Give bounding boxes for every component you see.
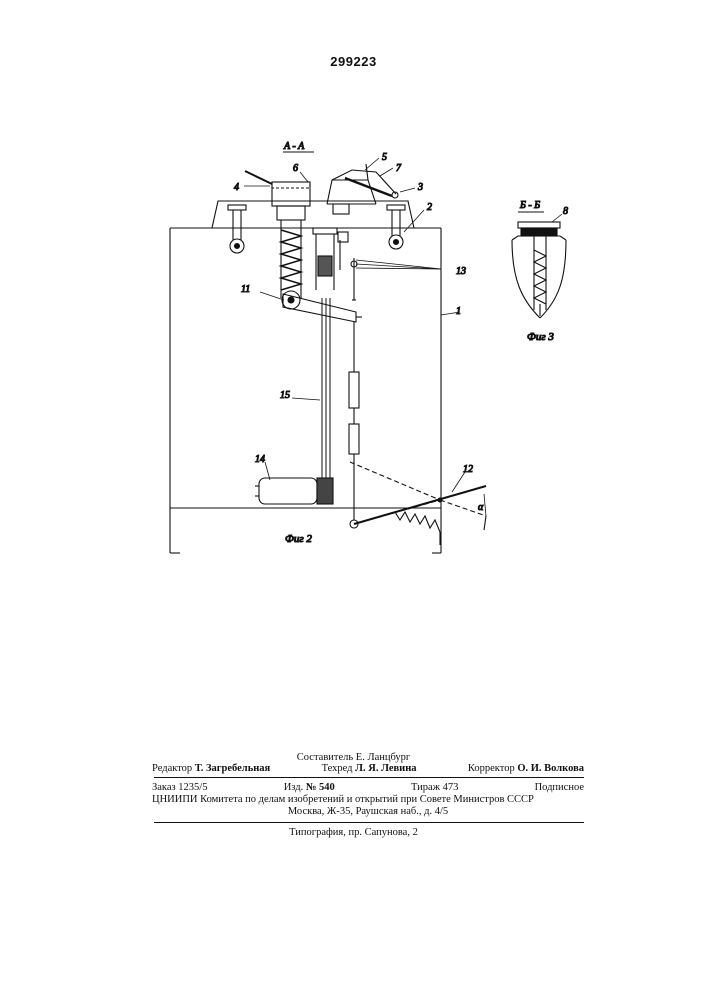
- section-label-b: Б - Б: [519, 200, 540, 211]
- part-label-7: 7: [396, 163, 402, 174]
- work-holder: [245, 171, 310, 220]
- connecting-rod: [349, 258, 359, 528]
- institute-line: ЦНИИПИ Комитета по делам изобретений и о…: [152, 794, 584, 806]
- part-label-3: 3: [417, 182, 423, 193]
- subscription: Подписное: [535, 782, 584, 794]
- angle-alpha: α: [478, 502, 484, 513]
- divider-2: [154, 822, 584, 823]
- motor: [255, 478, 333, 504]
- part-label-1: 1: [456, 306, 461, 317]
- tech-credit: Техред Л. Я. Левина: [322, 763, 417, 775]
- part-label-8: 8: [563, 206, 568, 217]
- section-label-a: A - A: [283, 141, 305, 152]
- figure2-caption: Фиг 2: [285, 533, 312, 545]
- part-label-13: 13: [456, 266, 466, 277]
- part-label-4: 4: [234, 182, 239, 193]
- address-line: Москва, Ж-35, Раушская наб., д. 4/5: [152, 806, 584, 818]
- part-label-2: 2: [427, 202, 432, 213]
- part-label-12: 12: [463, 464, 473, 475]
- left-hanger: [228, 205, 246, 253]
- editor-credit: Редактор Т. Загребельная: [152, 763, 270, 775]
- cutter-rods: [313, 228, 348, 290]
- part-label-15: 15: [280, 390, 290, 401]
- part-label-14: 14: [255, 454, 265, 465]
- figure3-section: [512, 212, 566, 318]
- credits-line: Редактор Т. Загребельная Техред Л. Я. Ле…: [152, 763, 584, 775]
- order-number: Заказ 1235/5: [152, 782, 207, 794]
- print-run: Тираж 473: [411, 782, 458, 794]
- belt-drive: [322, 298, 330, 478]
- spring-column: [281, 220, 301, 298]
- figure3-caption: Фиг 3: [527, 331, 554, 343]
- order-line: Заказ 1235/5 Изд. № 540 Тираж 473 Подпис…: [152, 782, 584, 794]
- divider: [154, 777, 584, 778]
- corrector-credit: Корректор О. И. Волкова: [468, 763, 584, 775]
- edition-number: Изд. № 540: [284, 782, 335, 794]
- printing-house-line: Типография, пр. Сапунова, 2: [0, 827, 707, 839]
- part-label-11: 11: [241, 284, 250, 295]
- right-hanger-roller: [387, 205, 405, 249]
- part-label-6: 6: [293, 163, 298, 174]
- part-label-5: 5: [382, 152, 387, 163]
